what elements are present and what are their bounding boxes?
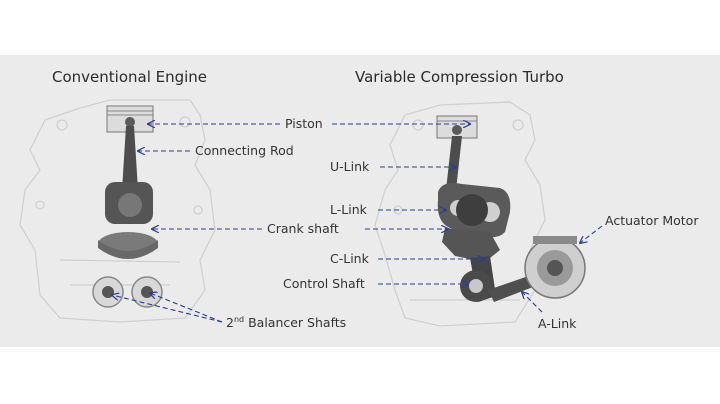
label-l-link: L-Link (330, 202, 367, 217)
label-c-link: C-Link (330, 251, 369, 266)
arrow-balancer-1 (150, 293, 223, 323)
label-actuator-motor: Actuator Motor (605, 213, 699, 228)
vct-actuator-motor (524, 236, 586, 299)
conventional-balancer-shafts (92, 276, 163, 308)
balancer-prefix: 2 (226, 315, 234, 331)
arrow-a-link (522, 292, 543, 313)
label-u-link: U-Link (330, 159, 370, 174)
label-balancer-shafts: 2nd Balancer Shafts (226, 315, 346, 330)
conventional-engine-heading: Conventional Engine (52, 68, 208, 86)
label-crank-shaft: Crank shaft (267, 221, 339, 236)
conventional-crank (98, 182, 158, 259)
vct-crank (442, 228, 500, 262)
vct-u-link (446, 136, 462, 190)
vct-l-link (437, 183, 511, 238)
balancer-superscript: nd (233, 315, 245, 324)
label-connecting-rod: Connecting Rod (195, 143, 294, 158)
label-a-link: A-Link (538, 316, 577, 331)
label-control-shaft: Control Shaft (283, 276, 365, 291)
arrow-actuator-motor (580, 225, 603, 243)
leader-lines (112, 124, 603, 323)
label-piston: Piston (285, 116, 323, 131)
vct-piston (436, 115, 478, 139)
arrow-balancer-2 (112, 295, 223, 323)
balancer-suffix: Balancer Shafts (244, 315, 347, 331)
conventional-connecting-rod (122, 126, 138, 190)
vct-engine-block (374, 101, 546, 327)
vct-heading: Variable Compression Turbo (355, 68, 564, 86)
